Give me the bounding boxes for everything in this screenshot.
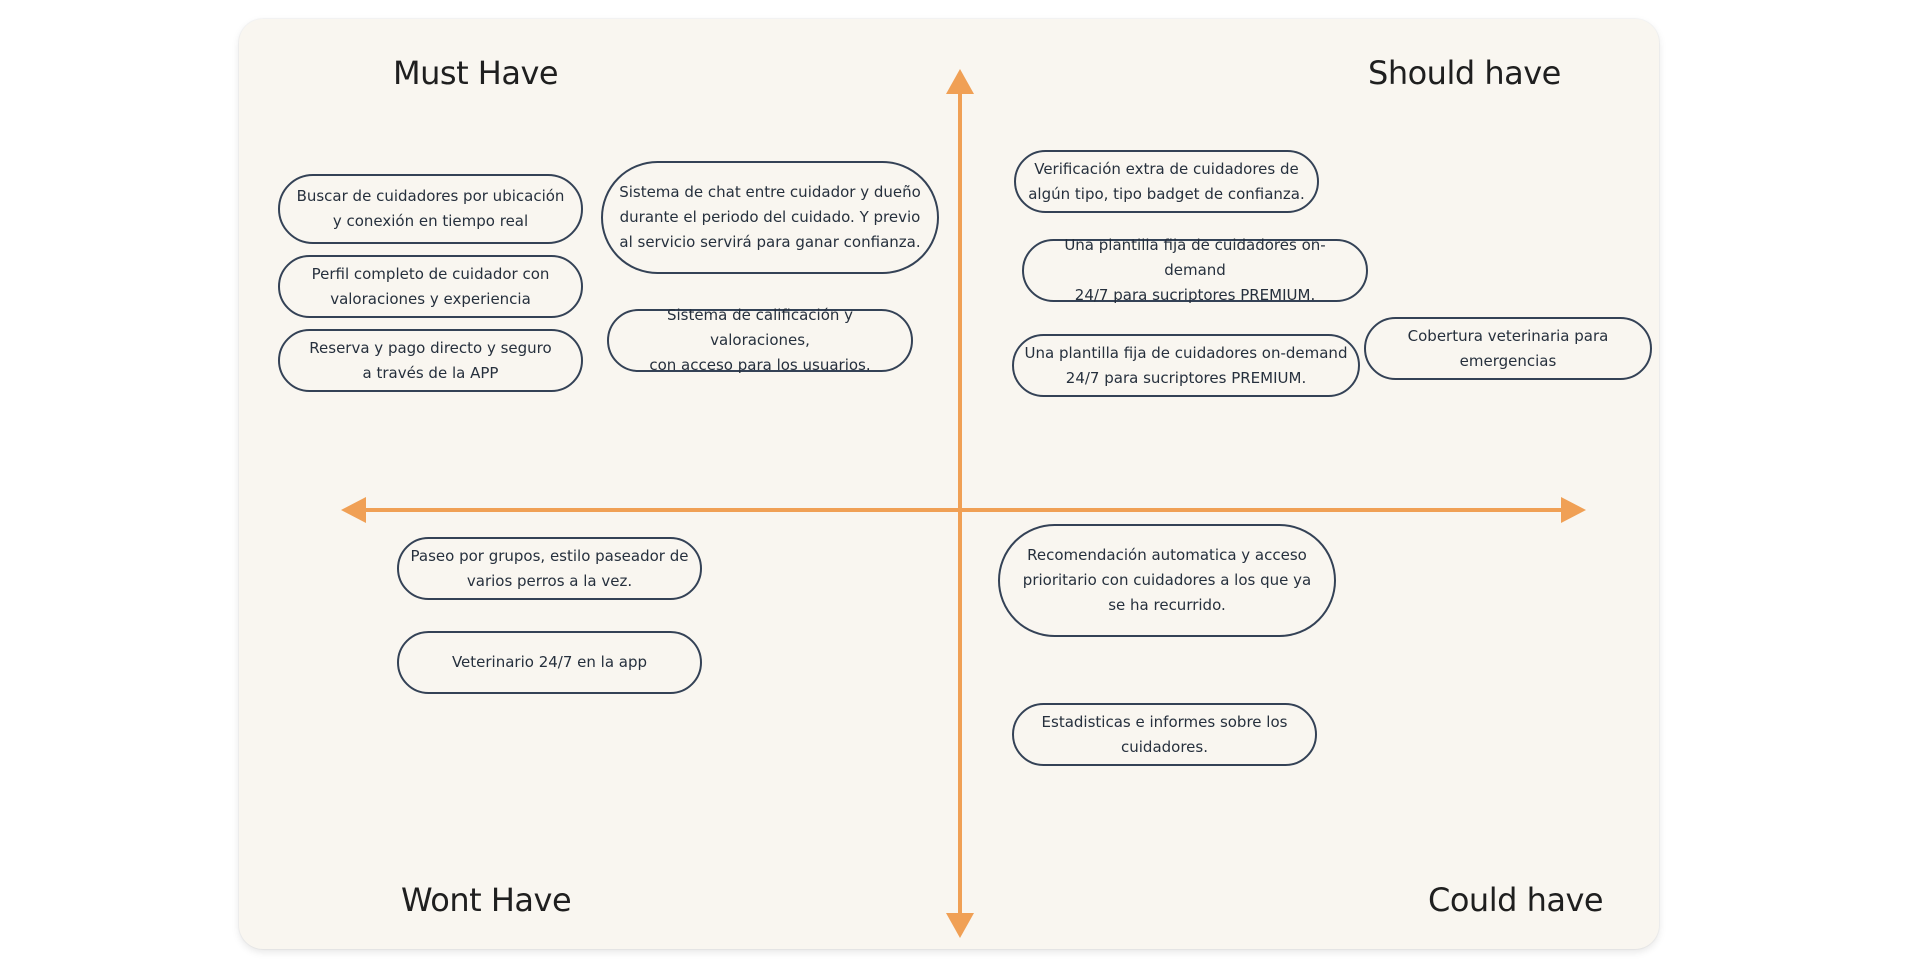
quadrant-title-must-have: Must Have: [393, 54, 559, 92]
quadrant-title-should-have: Should have: [1368, 54, 1561, 92]
card-premium-on-demand-duplicate[interactable]: Una plantilla fija de cuidadores on-dema…: [1012, 334, 1360, 397]
card-auto-recommendation[interactable]: Recomendación automatica y acceso priori…: [998, 524, 1336, 637]
card-premium-on-demand[interactable]: Una plantilla fija de cuidadores on-dema…: [1022, 236, 1368, 304]
card-vet-24-7[interactable]: Veterinario 24/7 en la app: [397, 631, 702, 694]
card-statistics-reports[interactable]: Estadisticas e informes sobre los cuidad…: [1012, 703, 1317, 766]
card-rating-system[interactable]: Sistema de calificación y valoraciones, …: [607, 306, 913, 374]
card-vet-coverage[interactable]: Cobertura veterinaria para emergencias: [1364, 317, 1652, 380]
card-chat-system[interactable]: Sistema de chat entre cuidador y dueño d…: [601, 161, 939, 274]
card-group-walks[interactable]: Paseo por grupos, estilo paseador de var…: [397, 537, 702, 600]
prioritization-board: [239, 19, 1659, 949]
card-search-caregivers[interactable]: Buscar de cuidadores por ubicación y con…: [278, 174, 583, 244]
card-caregiver-profile[interactable]: Perfil completo de cuidador con valoraci…: [278, 255, 583, 318]
card-extra-verification[interactable]: Verificación extra de cuidadores de algú…: [1014, 150, 1319, 213]
card-booking-payment[interactable]: Reserva y pago directo y seguro a través…: [278, 329, 583, 392]
quadrant-title-wont-have: Wont Have: [401, 881, 572, 919]
quadrant-title-could-have: Could have: [1428, 881, 1604, 919]
